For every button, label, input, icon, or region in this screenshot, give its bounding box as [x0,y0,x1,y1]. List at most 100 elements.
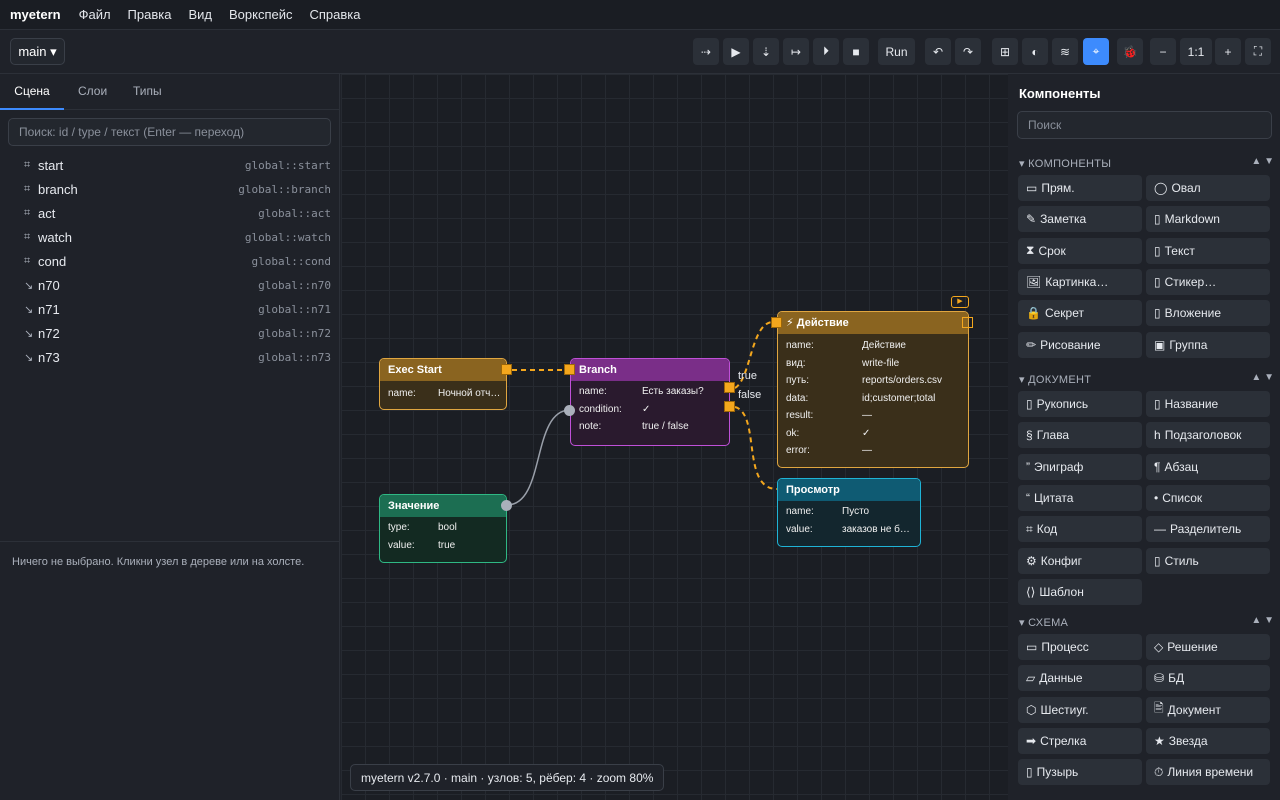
component-components-10[interactable]: ✏Рисование [1018,331,1142,358]
play-badge-icon[interactable]: ▶ [951,296,969,308]
toolbar: main ▾ ⇢▶⇣↦⏵■ Run ↶↷ ⊞◐≋⌖ 🐞−1:1+⛶ [0,30,1280,74]
component-document-6[interactable]: “Цитата [1018,484,1142,511]
node-value[interactable]: Значение type:bool value:true [379,494,507,563]
component-document-7[interactable]: •Список [1146,484,1270,511]
false-port[interactable] [724,401,735,412]
component-schema-9[interactable]: ⏱Линия времени [1146,759,1270,786]
step-over-button[interactable]: ⇢ [693,38,719,65]
tree-item-id: global::branch [238,183,331,196]
component-components-0[interactable]: ▭Прям. [1018,175,1142,201]
target-button[interactable]: ⌖ [1083,38,1109,65]
menu-file[interactable]: Файл [78,7,111,22]
component-schema-2[interactable]: ▱Данные [1018,665,1142,692]
component-components-6[interactable]: 🖼Картинка… [1018,268,1142,295]
play-button[interactable]: ▶ [723,38,749,65]
node-exec-start[interactable]: Exec Start name:Ночной отч… [379,358,507,410]
zoom-reset-button[interactable]: 1:1 [1180,38,1212,65]
in-port[interactable] [564,364,575,375]
fullscreen-button[interactable]: ⛶ [1245,38,1271,65]
redo-button[interactable]: ↷ [955,38,981,65]
component-schema-7[interactable]: ★Звезда [1146,727,1270,754]
component-schema-8[interactable]: ▯Пузырь [1018,759,1142,786]
value-out-port[interactable] [501,500,512,511]
menu-help[interactable]: Справка [309,7,361,22]
next-button[interactable]: ⏵ [813,38,839,65]
component-components-3[interactable]: ▯Markdown [1146,206,1270,233]
component-schema-0[interactable]: ▭Процесс [1018,634,1142,660]
component-schema-5[interactable]: 🖹Документ [1146,696,1270,723]
component-document-10[interactable]: ⚙Конфиг [1018,547,1142,574]
component-document-8[interactable]: ⌗Код [1018,516,1142,543]
out-port[interactable] [501,364,512,375]
component-document-2[interactable]: §Глава [1018,422,1142,449]
tab-scene[interactable]: Сцена [0,74,64,110]
component-components-2[interactable]: ✎Заметка [1018,206,1142,233]
zoom-in-button[interactable]: + [1215,38,1241,65]
branch-select[interactable]: main ▾ [10,38,65,65]
step-into-button[interactable]: ⇣ [753,38,779,65]
out-port[interactable] [962,317,973,328]
run-button[interactable]: Run [878,38,915,65]
component-components-5[interactable]: ▯Текст [1146,237,1270,264]
grid-button[interactable]: ⊞ [992,38,1018,65]
component-components-11[interactable]: ▣Группа [1146,331,1270,358]
component-label: Markdown [1164,212,1220,227]
component-document-9[interactable]: —Разделитель [1146,516,1270,543]
section-schema[interactable]: ▾ СХЕМА [1019,617,1069,629]
tab-layers[interactable]: Слои [78,84,108,98]
step-out-button[interactable]: ↦ [783,38,809,65]
component-icon: ⛁ [1154,671,1165,686]
menu-edit[interactable]: Правка [127,7,172,22]
section-sort-icon[interactable]: ▲ ▼ [1251,372,1274,383]
stop-button[interactable]: ■ [843,38,869,65]
component-components-8[interactable]: 🔒Секрет [1018,300,1142,327]
theme-button[interactable]: ◐ [1022,38,1048,65]
component-document-1[interactable]: ▯Название [1146,391,1270,417]
component-components-4[interactable]: ⧗Срок [1018,237,1142,264]
field-label: value: [786,523,813,535]
component-document-11[interactable]: ▯Стиль [1146,547,1270,574]
component-schema-3[interactable]: ⛁БД [1146,665,1270,692]
bug-button[interactable]: 🐞 [1117,38,1143,65]
component-document-0[interactable]: ▯Рукопись [1018,391,1142,417]
true-port[interactable] [724,382,735,393]
component-document-5[interactable]: ¶Абзац [1146,453,1270,480]
section-document[interactable]: ▾ ДОКУМЕНТ [1019,374,1092,386]
undo-button[interactable]: ↶ [925,38,951,65]
wave-button[interactable]: ≋ [1052,38,1078,65]
component-components-9[interactable]: ▯Вложение [1146,300,1270,327]
component-components-1[interactable]: ◯Овал [1146,175,1270,201]
node-branch[interactable]: Branch name:Есть заказы? condition:✓ not… [570,358,730,446]
component-document-12[interactable]: ⟨⟩Шаблон [1018,578,1142,605]
scene-search-input[interactable] [8,118,331,146]
zoom-out-button[interactable]: − [1150,38,1176,65]
menu-workspace[interactable]: Воркспейс [229,7,293,22]
in-port[interactable] [771,317,782,328]
component-schema-4[interactable]: ⬡Шестиуг. [1018,696,1142,723]
canvas[interactable]: Exec Start name:Ночной отч… Branch name:… [341,74,1008,800]
tab-types[interactable]: Типы [133,84,162,98]
components-search-input[interactable] [1017,111,1272,139]
section-components[interactable]: ▾ КОМПОНЕНТЫ [1019,158,1112,170]
section-sort-icon[interactable]: ▲ ▼ [1251,615,1274,626]
component-schema-6[interactable]: ➡Стрелка [1018,727,1142,754]
node-watch[interactable]: Просмотр name:Пусто value:заказов не б… [777,478,921,547]
component-icon: 🔒 [1026,306,1041,321]
component-components-7[interactable]: ▯Стикер… [1146,268,1270,295]
component-schema-1[interactable]: ◇Решение [1146,634,1270,660]
section-sort-icon[interactable]: ▲ ▼ [1251,156,1274,167]
menu-view[interactable]: Вид [188,7,212,22]
condition-port[interactable] [564,405,575,416]
component-document-4[interactable]: ”Эпиграф [1018,453,1142,480]
